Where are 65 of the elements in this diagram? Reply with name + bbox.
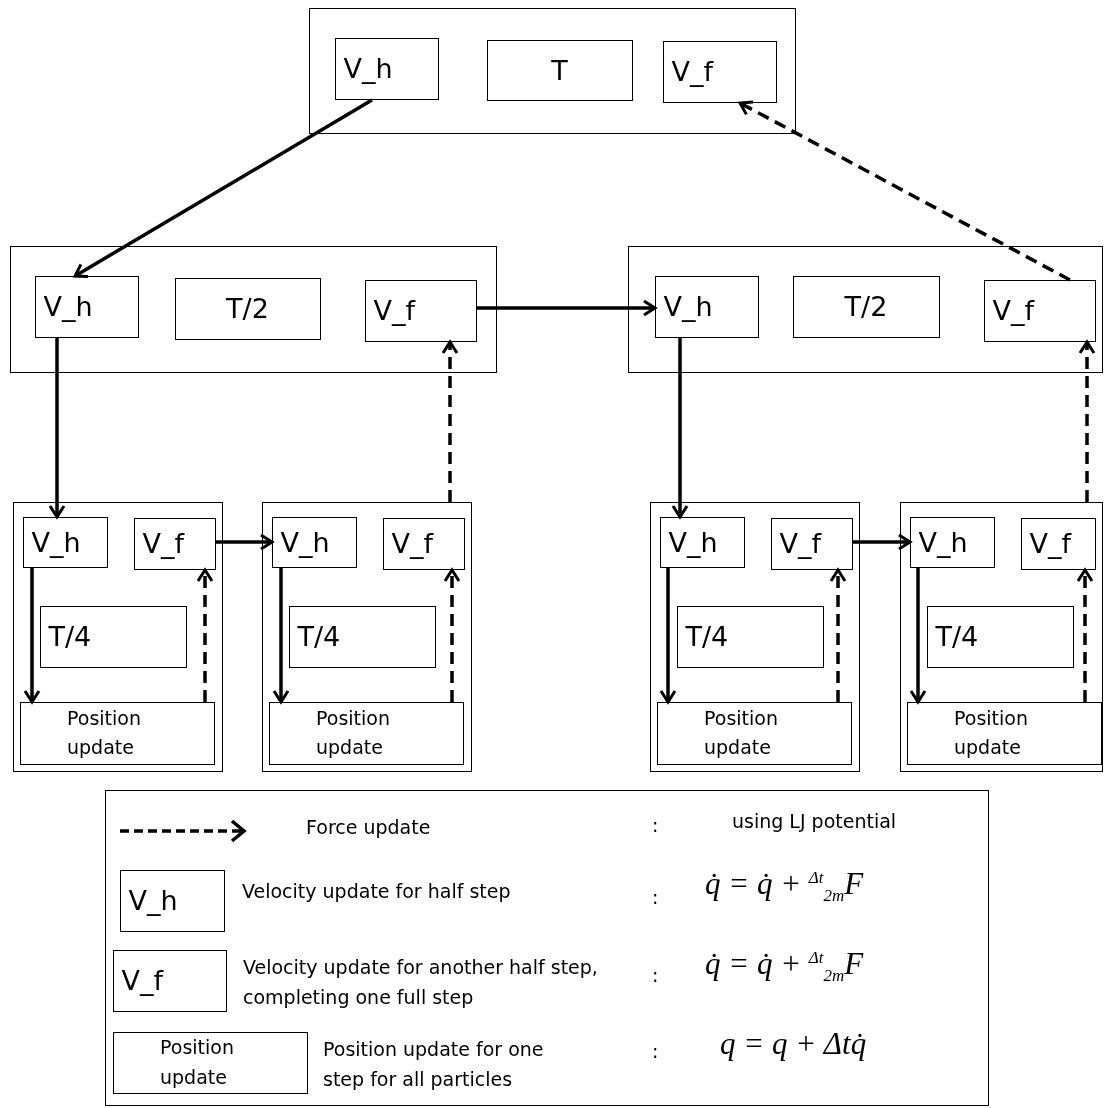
process-box: V_h	[654, 275, 759, 338]
process-box: Position update	[112, 1031, 308, 1094]
arrow	[853, 533, 912, 551]
arrow	[272, 568, 290, 704]
formula: q̇ = q̇ + $^{Δt}$$_{2m}$F	[705, 866, 864, 907]
process-box: V_h	[34, 275, 139, 338]
process-box: T/4	[926, 605, 1074, 668]
process-box: V_f	[133, 517, 216, 570]
arrow	[216, 533, 274, 551]
process-box: V_h	[119, 869, 225, 932]
process-box: Position update	[268, 701, 464, 765]
group-box	[650, 502, 860, 772]
arrow	[443, 568, 461, 702]
process-box: V_f	[770, 517, 853, 570]
legend-panel	[105, 790, 989, 1106]
process-box: V_h	[909, 516, 995, 568]
process-box: T/2	[174, 277, 321, 340]
colon-separator: :	[652, 813, 659, 838]
process-box: V_h	[271, 516, 357, 568]
arrow	[909, 568, 927, 704]
formula: q = q + Δtq̇	[720, 1026, 867, 1062]
colon-separator: :	[652, 1039, 659, 1064]
process-box: V_f	[983, 279, 1096, 342]
group-box	[13, 502, 223, 772]
note-text: using LJ potential	[732, 809, 897, 834]
process-box: T/4	[288, 605, 436, 668]
arrow	[23, 568, 41, 704]
group-box	[10, 246, 497, 373]
process-box: V_f	[1020, 517, 1096, 570]
process-box: T	[486, 39, 633, 101]
arrow	[48, 338, 66, 519]
legend-label: Force update	[306, 815, 431, 840]
arrow	[73, 98, 373, 278]
arrow	[477, 299, 657, 317]
arrow	[671, 338, 689, 519]
formula: q̇ = q̇ + $^{Δt}$$_{2m}$F	[705, 946, 864, 987]
process-box: V_f	[364, 279, 477, 342]
group-box	[900, 502, 1103, 772]
colon-separator: :	[652, 963, 659, 988]
process-box: V_f	[662, 40, 777, 103]
legend-description: Velocity update for half step	[242, 879, 512, 904]
arrow	[1076, 568, 1094, 702]
process-box: Position update	[19, 701, 215, 765]
process-box: T/4	[676, 605, 824, 668]
process-box: V_h	[22, 516, 108, 568]
arrow	[829, 568, 847, 702]
process-box: V_h	[659, 516, 745, 568]
arrow	[441, 340, 459, 502]
process-box: V_f	[382, 517, 465, 570]
process-box: T/4	[39, 605, 187, 668]
colon-separator: :	[652, 885, 659, 910]
process-box: V_h	[334, 37, 439, 100]
arrow	[659, 568, 677, 704]
arrow	[196, 568, 214, 702]
process-box: Position update	[906, 701, 1102, 765]
arrow	[738, 100, 1071, 282]
arrow	[1078, 340, 1096, 502]
process-box: T/2	[792, 275, 940, 338]
process-box: V_f	[112, 949, 227, 1012]
process-box: Position update	[656, 701, 852, 765]
group-box	[628, 246, 1103, 373]
legend-description: Position update for one step for all particles	[323, 1037, 545, 1093]
legend-description: Velocity update for another half step, completing one full step	[243, 955, 599, 1011]
group-box	[262, 502, 472, 772]
group-box	[309, 8, 796, 134]
